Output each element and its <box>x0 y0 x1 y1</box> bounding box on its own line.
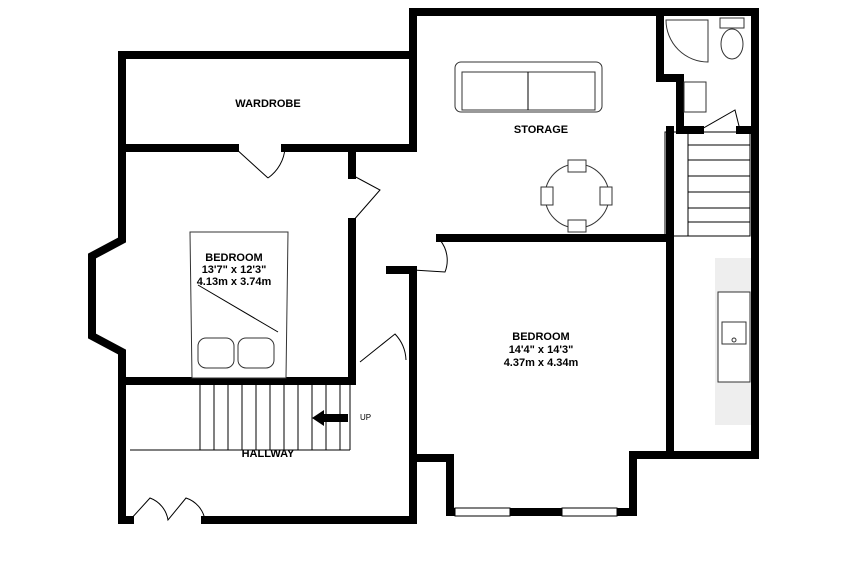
stairs-arrow-icon <box>312 410 348 426</box>
windows <box>454 507 618 517</box>
wardrobe-label: WARDROBE <box>235 98 300 110</box>
doors <box>129 109 741 522</box>
bedroom1-label: BEDROOM <box>205 252 262 264</box>
bedroom1-imperial: 13'7" x 12'3" <box>202 264 267 276</box>
bedroom1-metric: 4.13m x 3.74m <box>197 276 272 288</box>
bed <box>189 231 289 379</box>
dining-table <box>540 159 613 233</box>
hallway-label: HALLWAY <box>242 448 295 460</box>
shower <box>665 19 709 63</box>
bedroom2-metric: 4.37m x 4.34m <box>504 357 579 369</box>
sofa <box>454 61 603 113</box>
bedroom2-imperial: 14'4" x 14'3" <box>509 344 574 356</box>
exterior-walls <box>88 8 759 524</box>
stairs-hallway[interactable] <box>130 385 351 451</box>
interior-walls <box>118 8 759 462</box>
sink <box>717 291 751 383</box>
stairs-up-label: UP <box>360 413 371 422</box>
stairs-right <box>664 131 751 237</box>
storage-label: STORAGE <box>514 124 568 136</box>
bedroom2-label: BEDROOM <box>512 331 569 343</box>
toilet <box>719 17 745 60</box>
washbasin <box>683 81 707 113</box>
